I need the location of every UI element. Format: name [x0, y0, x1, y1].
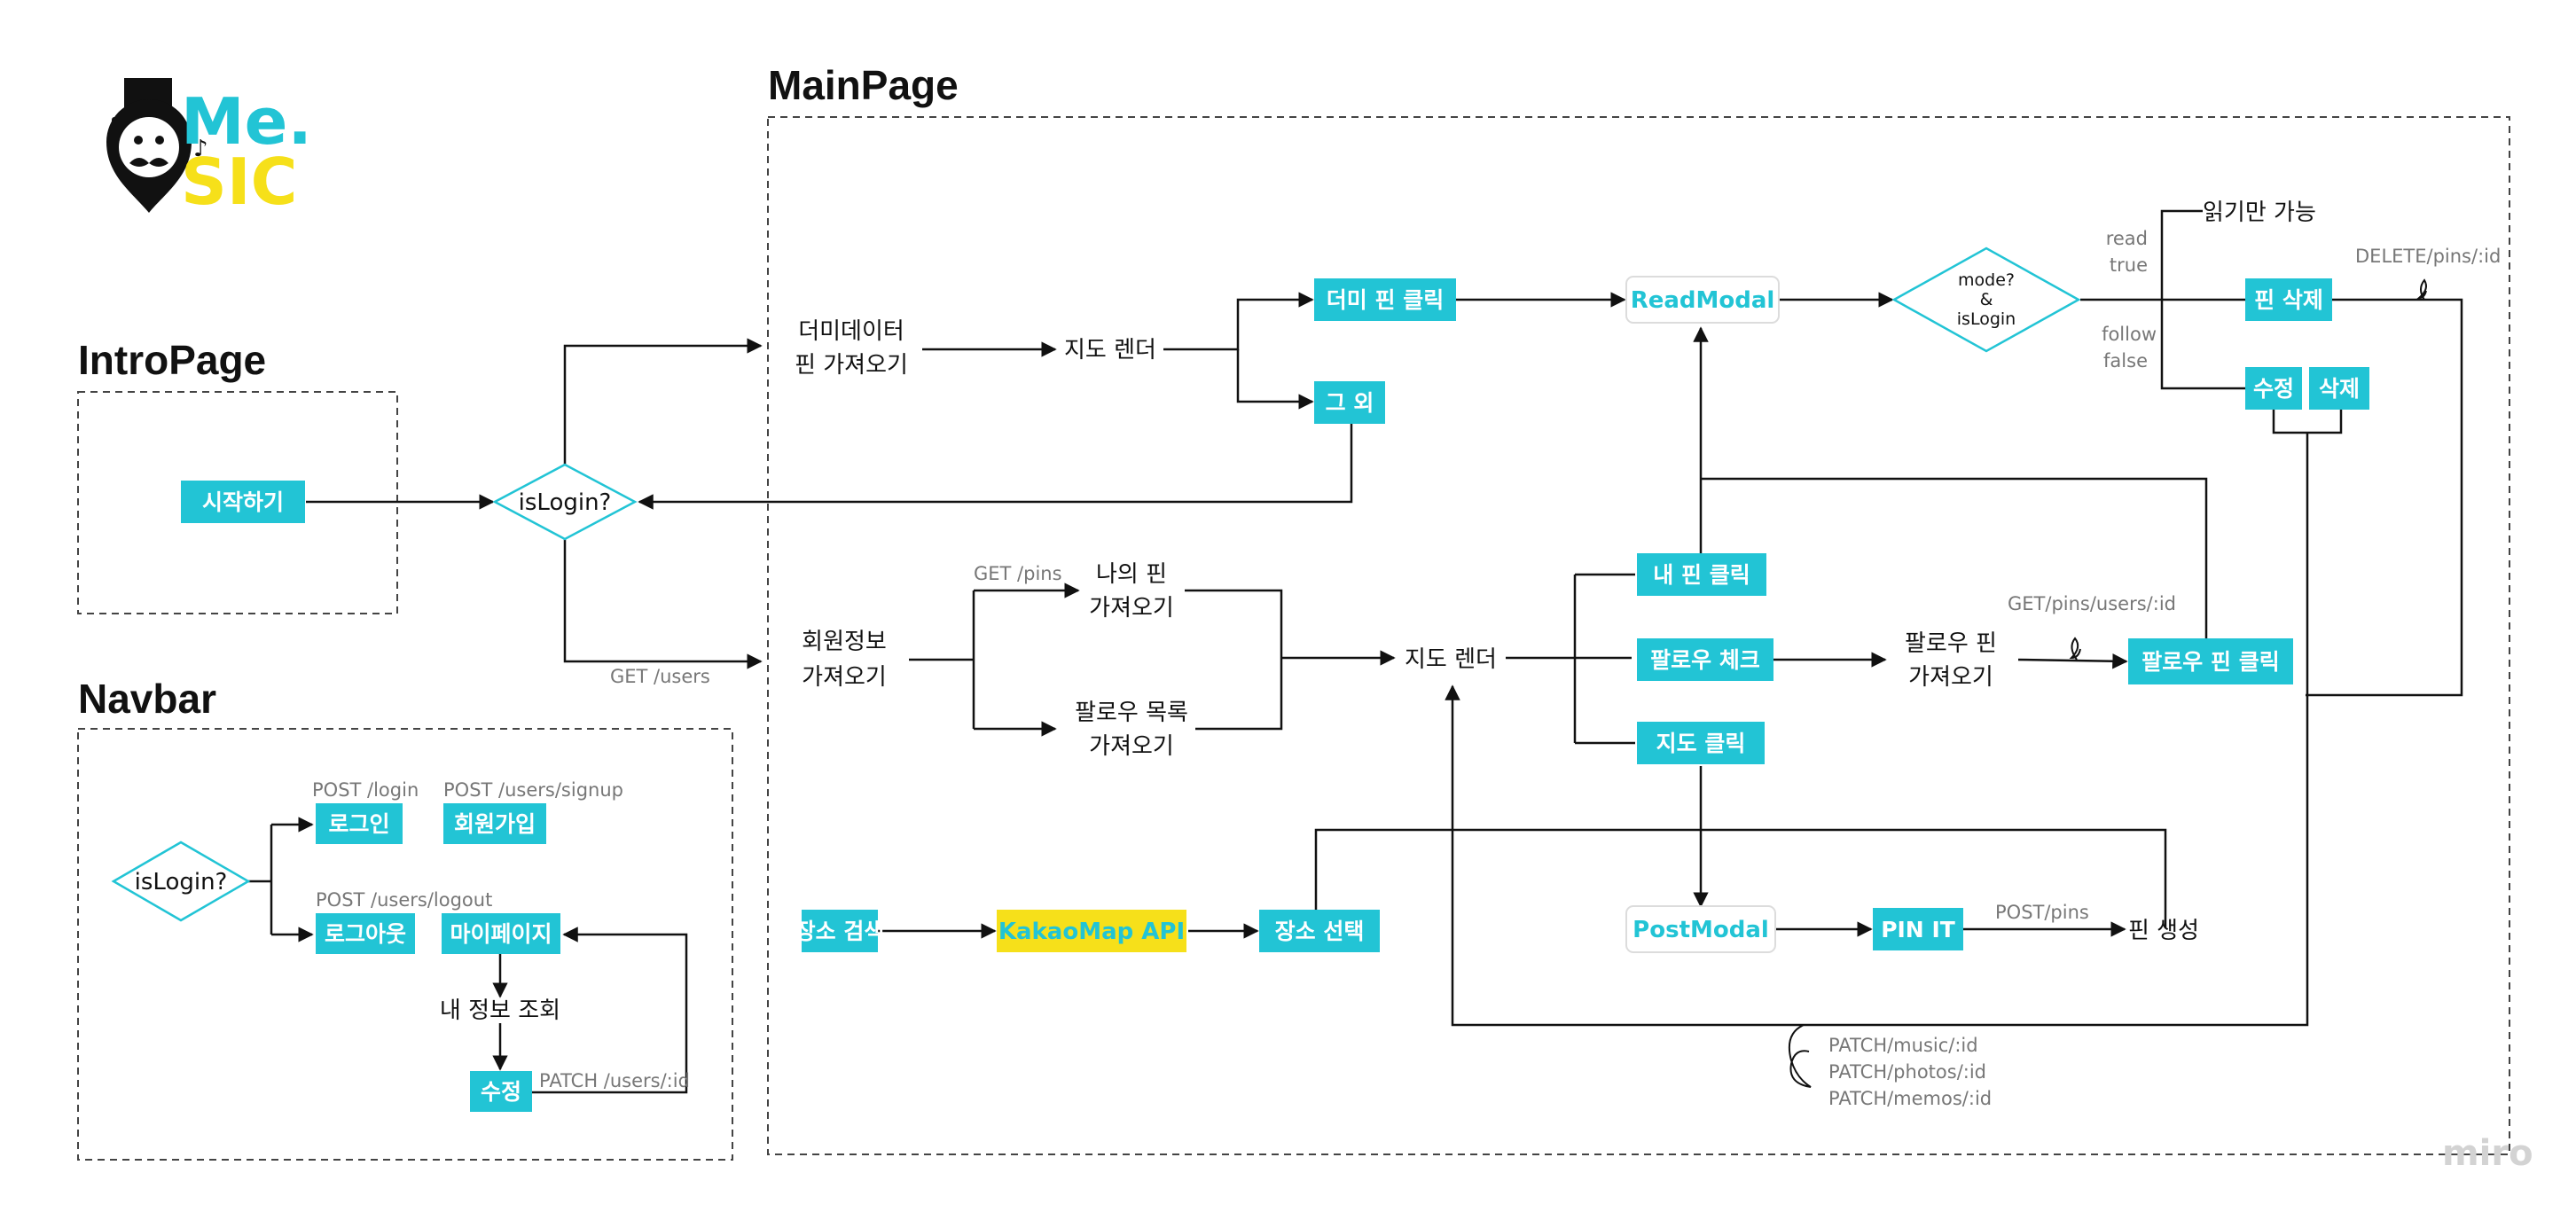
my-info-label: 내 정보 조회: [440, 997, 560, 1024]
user-info-label-line2: 가져오기: [802, 664, 887, 691]
follow-pin-click-button[interactable]: 팔로우 핀 클릭: [2128, 638, 2293, 684]
edit-label: 수정: [2253, 376, 2294, 402]
follow-check-label: 팔로우 체크: [1650, 647, 1760, 673]
mypage-button[interactable]: 마이페이지: [442, 913, 560, 954]
mode-decision-line2: &: [1980, 290, 1993, 309]
login-api-label: POST /login: [312, 779, 419, 801]
follow-branch-label: follow: [2102, 324, 2157, 345]
logout-button-label: 로그아웃: [325, 921, 406, 947]
logo-me-text: Me.: [181, 84, 312, 159]
navbar-frame: [77, 728, 733, 1161]
mode-decision-line1: mode?: [1958, 270, 2015, 290]
read-modal-node[interactable]: ReadModal: [1625, 276, 1780, 324]
get-users-api-label: GET /users: [610, 666, 710, 687]
patch-memos-api-label: PATCH/memos/:id: [1828, 1088, 1992, 1109]
logout-button[interactable]: 로그아웃: [316, 913, 415, 954]
get-follow-pins-api-label: GET/pins/users/:id: [2008, 593, 2176, 614]
follow-list-label-line2: 가져오기: [1089, 733, 1174, 760]
my-pins-label-line2: 가져오기: [1089, 595, 1174, 622]
map-render-mid-label: 지도 렌더: [1405, 646, 1497, 673]
false-branch-label: false: [2103, 350, 2148, 371]
user-info-label-line1: 회원정보: [802, 629, 887, 655]
patch-users-api-label: PATCH /users/:id: [539, 1070, 690, 1091]
navbar-edit-label: 수정: [481, 1079, 521, 1105]
signup-button-label: 회원가입: [454, 811, 536, 837]
edit-button[interactable]: 수정: [2245, 367, 2302, 410]
my-pin-click-label: 내 핀 클릭: [1653, 562, 1750, 588]
post-modal-label: PostModal: [1633, 917, 1769, 943]
main-page-frame: [767, 116, 2510, 1155]
logo: ♪ Me. SIC: [106, 78, 312, 219]
navbar-islogin-label: isLogin?: [135, 869, 228, 895]
pin-it-button[interactable]: PIN IT: [1873, 908, 1963, 950]
login-button[interactable]: 로그인: [316, 803, 403, 844]
pin-it-label: PIN IT: [1881, 917, 1955, 942]
others-button[interactable]: 그 외: [1314, 381, 1385, 424]
map-render-top-label: 지도 렌더: [1064, 337, 1156, 364]
signup-api-label: POST /users/signup: [443, 779, 623, 801]
svg-text:♪: ♪: [193, 136, 208, 162]
map-click-button[interactable]: 지도 클릭: [1637, 722, 1765, 764]
follow-pin-fetch-label-line2: 가져오기: [1908, 664, 1993, 691]
pin-create-label: 핀 생성: [2128, 918, 2199, 944]
mode-decision: mode? & isLogin: [1891, 246, 2081, 353]
kakao-api-node[interactable]: KakaoMap API: [997, 910, 1186, 952]
dummy-fetch-label-line2: 핀 가져오기: [795, 352, 908, 379]
logo-sic-text: SIC: [181, 145, 297, 219]
intro-page-frame: [77, 391, 398, 614]
start-button[interactable]: 시작하기: [181, 481, 305, 523]
my-pins-label-line1: 나의 핀: [1096, 561, 1167, 588]
place-select-button[interactable]: 장소 선택: [1259, 910, 1380, 952]
read-modal-label: ReadModal: [1631, 287, 1775, 314]
read-only-label: 읽기만 가능: [2203, 199, 2316, 226]
logout-api-label: POST /users/logout: [316, 889, 492, 911]
pin-delete-label: 핀 삭제: [2254, 287, 2323, 313]
section-title-intro: IntroPage: [78, 337, 266, 383]
true-branch-label: true: [2110, 254, 2148, 276]
section-title-main: MainPage: [768, 62, 959, 108]
miro-watermark: miro: [2442, 1133, 2533, 1174]
place-search-label-group: 장소 검색: [795, 910, 885, 952]
patch-photos-api-label: PATCH/photos/:id: [1828, 1061, 1986, 1083]
signup-button[interactable]: 회원가입: [443, 803, 546, 844]
patch-music-api-label: PATCH/music/:id: [1828, 1035, 1978, 1056]
islogin-decision: isLogin?: [492, 463, 638, 541]
post-pins-api-label: POST/pins: [1995, 902, 2089, 923]
follow-list-label-line1: 팔로우 목록: [1075, 700, 1188, 726]
kakao-api-label: KakaoMap API: [998, 919, 1185, 945]
get-pins-api-label: GET /pins: [974, 563, 1062, 584]
delete-button[interactable]: 삭제: [2309, 367, 2369, 410]
delete-api-label: DELETE/pins/:id: [2355, 246, 2501, 267]
connectors: [207, 209, 2463, 1094]
place-search-label: 장소 검색: [795, 919, 885, 944]
read-branch-label: read: [2106, 228, 2148, 249]
login-button-label: 로그인: [328, 811, 389, 837]
mascot-icon: ♪: [106, 78, 208, 213]
follow-pin-fetch-label-line1: 팔로우 핀: [1905, 630, 1997, 657]
navbar-islogin-decision: isLogin?: [111, 841, 251, 922]
start-button-label: 시작하기: [202, 489, 284, 515]
mypage-button-label: 마이페이지: [450, 921, 552, 947]
others-label: 그 외: [1326, 390, 1374, 416]
post-modal-node[interactable]: PostModal: [1625, 905, 1776, 953]
islogin-decision-label: isLogin?: [519, 489, 612, 516]
dummy-fetch-label-line1: 더미데이터: [798, 318, 904, 345]
delete-label: 삭제: [2319, 376, 2360, 402]
map-click-label: 지도 클릭: [1656, 731, 1746, 756]
follow-check-button[interactable]: 팔로우 체크: [1637, 638, 1773, 681]
pin-delete-button[interactable]: 핀 삭제: [2245, 278, 2332, 321]
place-select-label: 장소 선택: [1275, 919, 1365, 944]
section-title-navbar: Navbar: [78, 676, 216, 722]
follow-pin-click-label: 팔로우 핀 클릭: [2141, 649, 2279, 675]
mode-decision-line3: isLogin: [1957, 309, 2016, 329]
dummy-pin-click-button[interactable]: 더미 핀 클릭: [1314, 278, 1456, 321]
my-pin-click-button[interactable]: 내 핀 클릭: [1637, 553, 1766, 596]
navbar-edit-button[interactable]: 수정: [470, 1071, 532, 1112]
dummy-pin-click-label: 더미 핀 클릭: [1327, 287, 1444, 313]
